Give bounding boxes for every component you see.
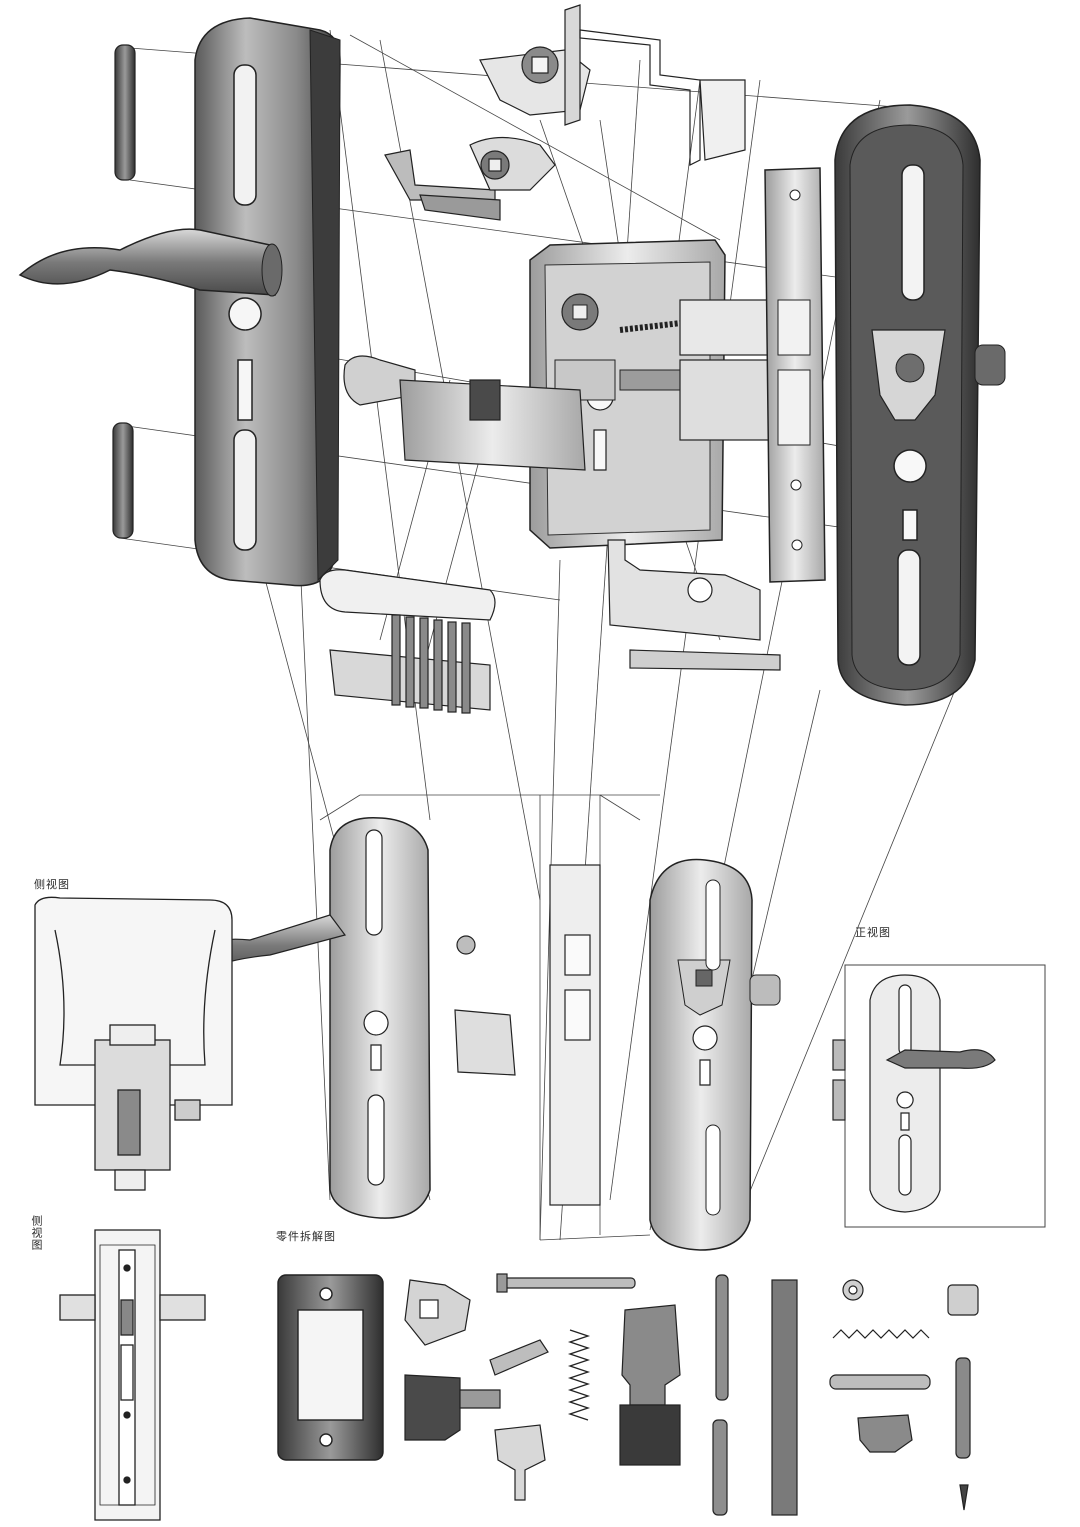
label-side-view-top: 侧视图 [34, 878, 70, 891]
parts-strike-plate [277, 1274, 384, 1461]
parts-bolt-pins [712, 1274, 729, 1516]
parts-flat-bar [771, 1279, 798, 1516]
label-side-view-left: 侧视图 [30, 1215, 43, 1251]
parts-spring-small [567, 1329, 591, 1421]
parts-lever-block [619, 1304, 681, 1466]
label-parts-exploded: 零件拆解图 [276, 1230, 336, 1243]
assembled-right-plate [649, 858, 781, 1251]
lock-cylinder-top [343, 355, 586, 471]
right-keyhole-plate [834, 104, 1006, 706]
front-view-drawing [832, 964, 1046, 1228]
left-lever-handle [18, 228, 283, 297]
mortise-lock-body [529, 239, 811, 549]
faceplate-strip [764, 167, 826, 583]
cylinder-pins-cutaway [319, 569, 496, 714]
left-handle-plate [194, 17, 341, 587]
side-view-bottom-drawing [59, 1229, 206, 1521]
label-front-view: 正视图 [855, 926, 891, 939]
parts-long-pin [496, 1273, 636, 1293]
left-slot-covers [112, 44, 136, 539]
side-view-top-drawing [34, 896, 233, 1191]
parts-cam-and-levers [404, 1279, 549, 1501]
latch-lever-parts [607, 539, 781, 671]
parts-misc-small [829, 1279, 979, 1511]
assembled-mortise-body [454, 864, 601, 1206]
top-spindle-parts [384, 4, 746, 221]
